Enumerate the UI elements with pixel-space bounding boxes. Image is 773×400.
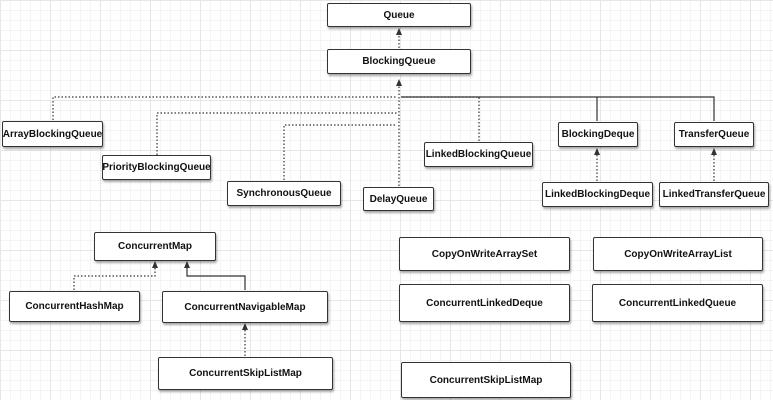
node-transfer-queue: TransferQueue (674, 122, 754, 147)
node-linked-blocking-deque: LinkedBlockingDeque (542, 182, 653, 207)
node-linked-transfer-queue: LinkedTransferQueue (659, 182, 769, 207)
edge-priorityblockingqueue (156, 112, 397, 155)
node-priority-blocking-queue: PriorityBlockingQueue (102, 155, 211, 180)
edge-arrayblockingqueue (52, 96, 397, 120)
arrowhead-transferqueue (711, 148, 717, 155)
edge-concurrentnavigablemap (186, 268, 246, 290)
node-copy-on-write-array-list: CopyOnWriteArrayList (593, 237, 763, 271)
node-copy-on-write-array-set: CopyOnWriteArraySet (399, 237, 570, 271)
node-queue: Queue (327, 3, 471, 27)
node-concurrent-skip-list-set: ConcurrentSkipListMap (401, 362, 571, 398)
node-concurrent-linked-deque: ConcurrentLinkedDeque (399, 284, 570, 322)
node-concurrent-navigable-map: ConcurrentNavigableMap (162, 291, 328, 323)
arrowhead-concurrentmap-left (152, 261, 158, 268)
node-concurrent-hash-map: ConcurrentHashMap (9, 291, 140, 322)
arrowhead-queue (396, 28, 402, 35)
edge-blockingdeque (401, 96, 598, 121)
edge-linkedblockingqueue (401, 96, 480, 141)
node-concurrent-linked-queue: ConcurrentLinkedQueue (592, 284, 763, 322)
arrowhead-concurrentmap-right (184, 261, 190, 268)
node-concurrent-skip-list-map: ConcurrentSkipListMap (158, 357, 333, 390)
edge-concurrenthashmap (73, 268, 156, 290)
arrowhead-concurrentnavigablemap (242, 323, 248, 330)
node-array-blocking-queue: ArrayBlockingQueue (2, 121, 103, 147)
arrowhead-blockingdeque (594, 148, 600, 155)
edge-transferqueue (597, 96, 715, 121)
node-synchronous-queue: SynchronousQueue (227, 181, 341, 206)
node-delay-queue: DelayQueue (363, 187, 434, 211)
node-concurrent-map: ConcurrentMap (94, 232, 216, 261)
arrowhead-blockingqueue (396, 79, 402, 86)
edge-synchronousqueue (283, 124, 397, 180)
node-blocking-queue: BlockingQueue (327, 49, 471, 74)
node-linked-blocking-queue: LinkedBlockingQueue (424, 142, 533, 167)
node-blocking-deque: BlockingDeque (558, 122, 638, 147)
